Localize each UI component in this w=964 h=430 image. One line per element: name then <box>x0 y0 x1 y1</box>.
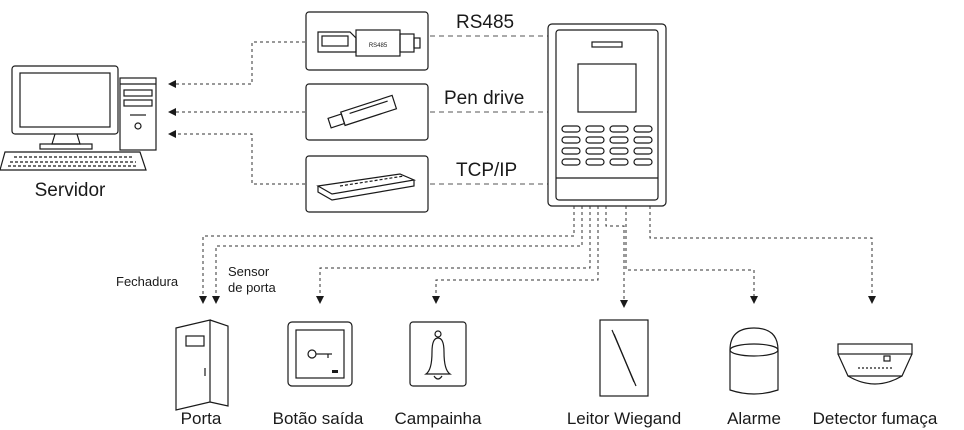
smoke-detector-label: Detector fumaça <box>813 409 938 428</box>
keypad-key <box>585 136 605 144</box>
door-sensor-label-1: Sensor <box>228 264 270 279</box>
keypad-key <box>585 158 605 166</box>
keypad-key <box>633 125 653 133</box>
pen-drive-icon <box>305 83 429 141</box>
peripheral-wires <box>199 206 876 308</box>
door-label: Porta <box>181 409 222 428</box>
keypad-key <box>633 136 653 144</box>
keypad-key <box>585 125 605 133</box>
alarm-label: Alarme <box>727 409 781 428</box>
door-sensor-label-2: de porta <box>228 280 276 295</box>
exit-button-label: Botão saída <box>273 409 364 428</box>
keypad-key <box>609 125 629 133</box>
server-link-lines <box>168 41 305 185</box>
network-switch-icon <box>305 155 429 213</box>
terminal-keypad <box>561 125 653 166</box>
server-label: Servidor <box>35 180 106 201</box>
door-icon <box>175 319 229 411</box>
keypad-key <box>633 147 653 155</box>
access-terminal-icon <box>547 23 667 207</box>
wiegand-reader-label: Leitor Wiegand <box>567 409 681 428</box>
keypad-key <box>609 158 629 166</box>
keypad-key <box>609 136 629 144</box>
server-computer-icon <box>0 65 157 171</box>
doorbell-label: Campainha <box>395 409 482 428</box>
keypad-key <box>561 136 581 144</box>
keypad-key <box>561 158 581 166</box>
keypad-key <box>561 147 581 155</box>
lock-label: Fechadura <box>116 274 179 289</box>
keypad-key <box>561 125 581 133</box>
keypad-key <box>609 147 629 155</box>
rs485-adapter-icon: RS485 <box>305 11 429 71</box>
keypad-key <box>585 147 605 155</box>
alarm-siren-icon <box>729 327 779 395</box>
doorbell-icon <box>409 321 467 387</box>
wiegand-reader-icon <box>599 319 649 397</box>
adapter-label: RS485 <box>369 43 388 49</box>
keypad-key <box>633 158 653 166</box>
exit-button-icon <box>287 321 353 387</box>
tcpip-label: TCP/IP <box>456 160 517 181</box>
smoke-detector-icon <box>837 343 913 385</box>
pen-drive-label: Pen drive <box>444 88 524 109</box>
rs485-label: RS485 <box>456 12 514 33</box>
device-link-lines <box>430 35 548 185</box>
